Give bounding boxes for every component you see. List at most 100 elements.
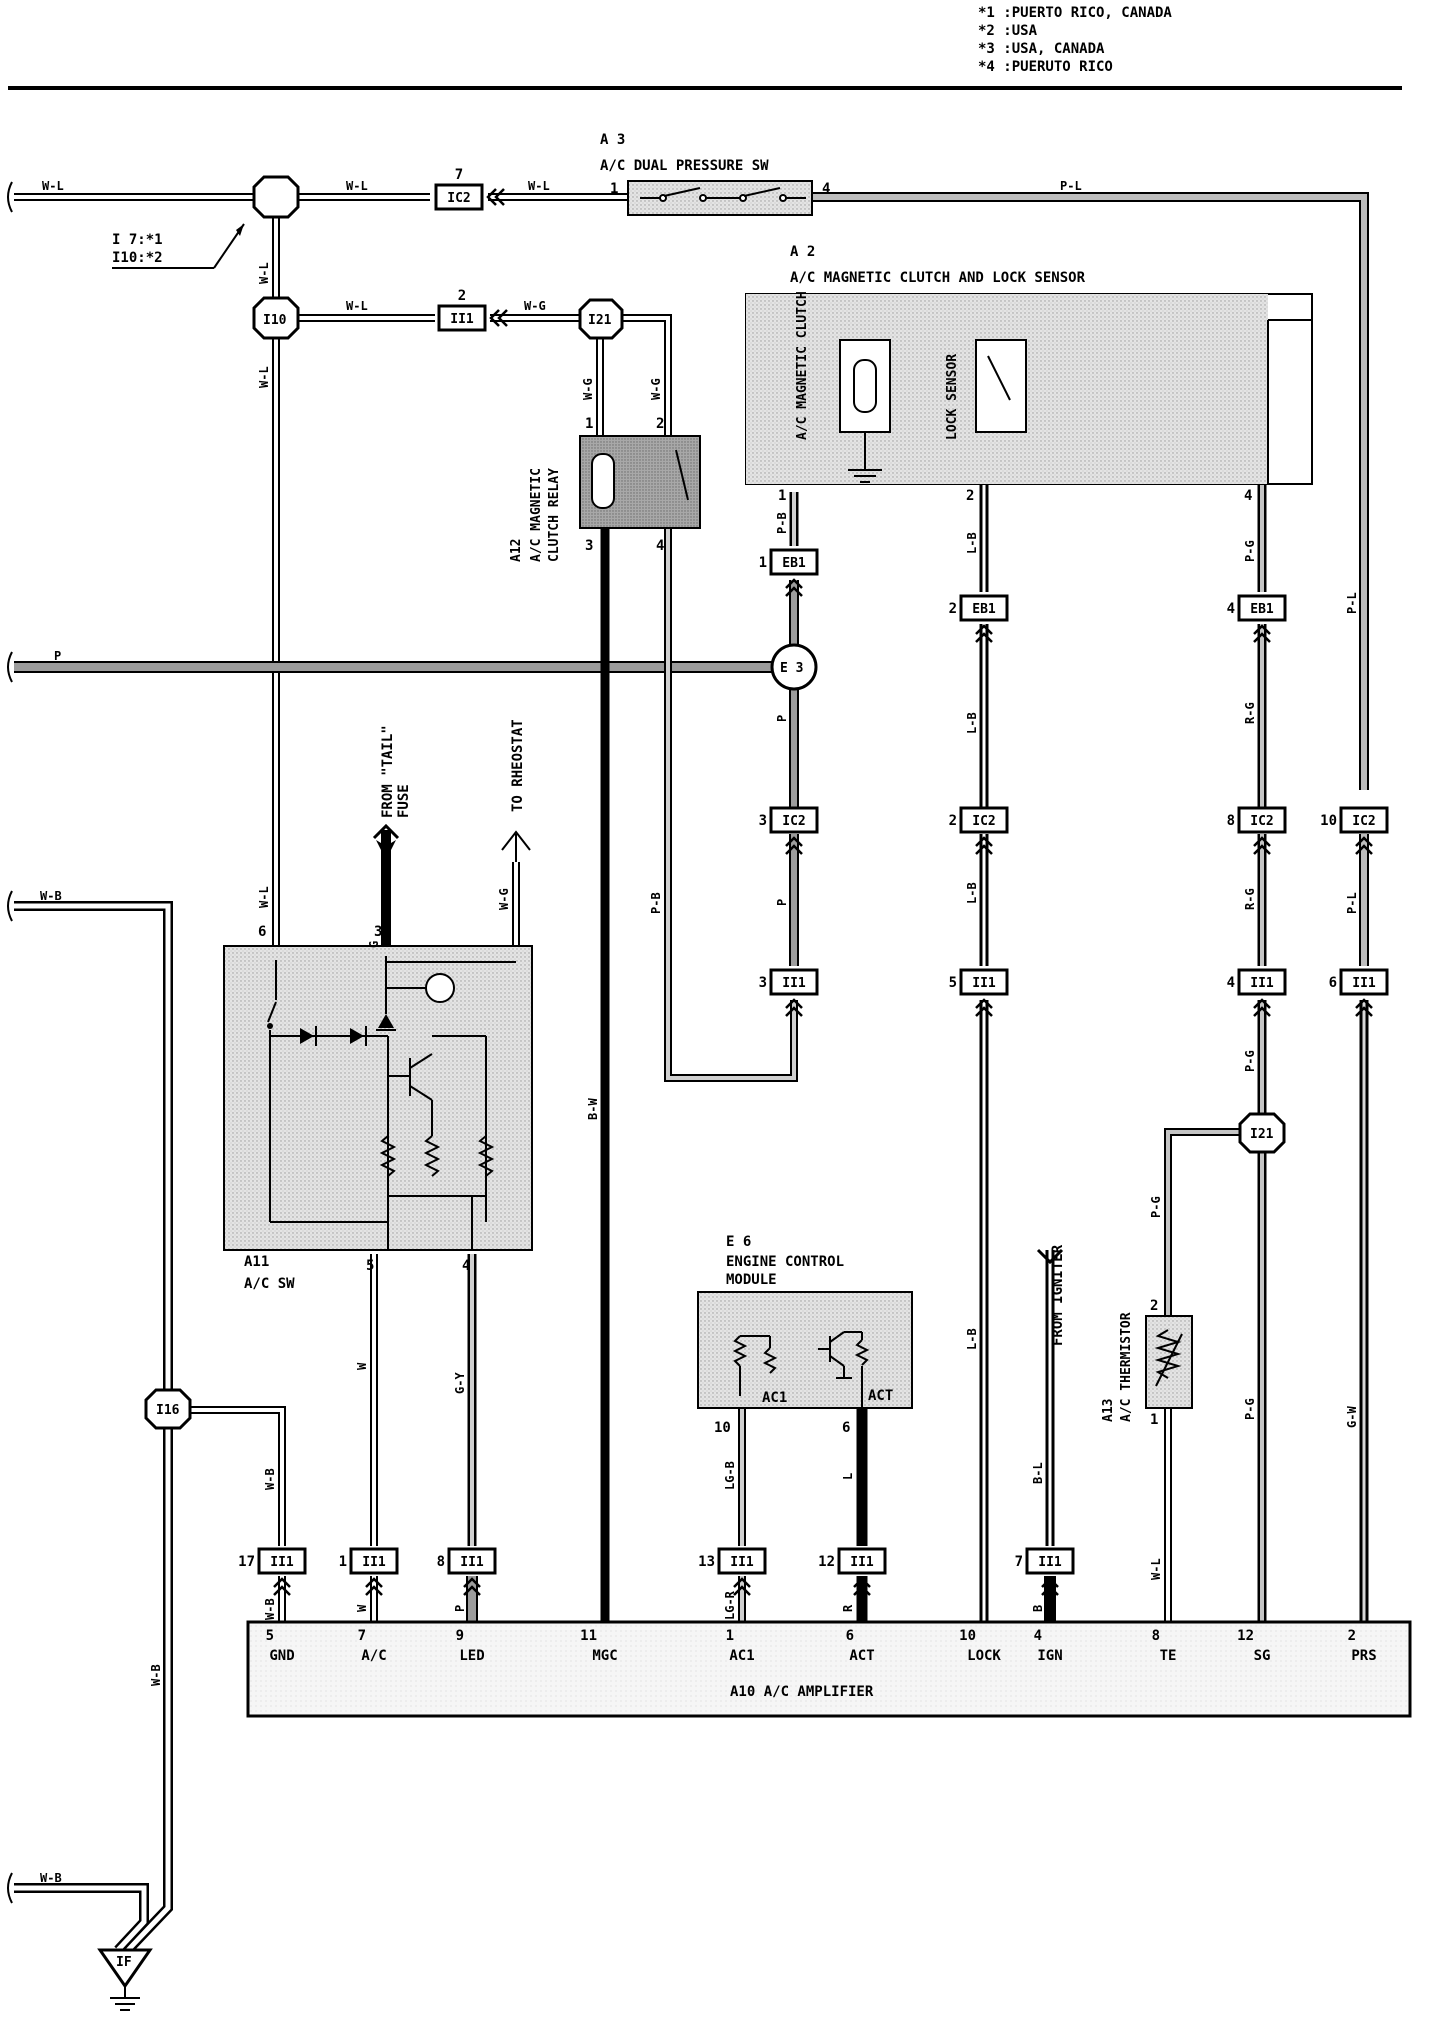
splice-i21-top: [578, 298, 624, 340]
connector-pin: 10: [1320, 813, 1337, 829]
connector-pin: 8: [437, 1554, 445, 1570]
connector-name: EB1: [972, 602, 996, 617]
splice-e3-label: E 3: [780, 661, 803, 676]
connector-name: IC2: [1352, 814, 1375, 829]
a2-ref: A 2: [790, 244, 815, 260]
a10-ac-amplifier: A10 A/C AMPLIFIER: [246, 1620, 1412, 1718]
a2-name: A/C MAGNETIC CLUTCH AND LOCK SENSOR: [790, 270, 1086, 286]
a2-clutch-label: A/C MAGNETIC CLUTCH: [795, 291, 810, 440]
connector-chevron: [733, 1577, 751, 1596]
a11-ac-switch: A11 A/C SW 3 4 5 6: [223, 924, 533, 1292]
connector-name: IC2: [972, 814, 995, 829]
connector-pin: 12: [818, 1554, 835, 1570]
wire-label: P-G: [1149, 1196, 1163, 1218]
connector-chevron: [785, 836, 803, 855]
e6-pin-10: 10: [714, 1420, 731, 1436]
a2-pin-1: 1: [778, 488, 786, 504]
connector-ii1-17: II1 17: [238, 1547, 307, 1596]
connector-chevron: [1253, 998, 1271, 1017]
a3-pin-4: 4: [822, 181, 830, 197]
a11-pin-4: 4: [462, 1258, 470, 1274]
wire-wb-1: [14, 901, 173, 1390]
a13-thermistor: A13 A/C THERMISTOR 2 1: [1101, 1298, 1193, 1428]
a2-lock-label: LOCK SENSOR: [945, 354, 960, 440]
wire-label: W-G: [649, 378, 663, 400]
a12-name-1: A/C MAGNETIC: [529, 468, 544, 562]
wire-label: B-L: [1031, 1462, 1045, 1484]
note-3: *3 :USA, CANADA: [978, 41, 1105, 57]
wire-wb-2: [124, 1428, 173, 1954]
connector-name: II1: [362, 1555, 386, 1570]
e6-name-2: MODULE: [726, 1272, 777, 1288]
connector-ii1-8: II1 8: [437, 1547, 497, 1596]
connector-chevron: [975, 998, 993, 1017]
a12-pin-2: 2: [656, 416, 664, 432]
ground-if: [97, 1948, 153, 1989]
connector-pin: 1: [339, 1554, 347, 1570]
wire-label: R: [841, 1604, 855, 1612]
splice-i21-bottom-label: I21: [1250, 1127, 1274, 1142]
connector-name: II1: [782, 976, 806, 991]
a11-name: A/C SW: [244, 1276, 295, 1292]
wire-label: R-G: [1243, 702, 1257, 724]
connector-chevron: [489, 309, 508, 327]
a10-terminal-pin: 5: [266, 1628, 274, 1644]
wire-label: P-L: [1345, 592, 1359, 614]
connector-chevron: [1253, 624, 1271, 643]
a10-terminal-pin: 6: [846, 1628, 854, 1644]
note-4: *4 :PUERUTO RICO: [978, 59, 1113, 75]
connector-pin: 17: [238, 1554, 255, 1570]
wire-label: W-B: [149, 1664, 163, 1686]
a10-terminal-name: GND: [269, 1648, 294, 1664]
a10-terminal-name: ACT: [849, 1648, 874, 1664]
splice-i21-top-label: I21: [588, 313, 612, 328]
connector-name: II1: [450, 312, 474, 327]
a10-terminal-pin: 2: [1348, 1628, 1356, 1644]
a12-clutch-relay: A12 A/C MAGNETIC CLUTCH RELAY 1 2 3 4: [509, 416, 701, 562]
wire-label: L-B: [965, 712, 979, 734]
wire-label: R-G: [1243, 888, 1257, 910]
e6-name-1: ENGINE CONTROL: [726, 1254, 844, 1270]
a10-terminal-pin: 1: [726, 1628, 734, 1644]
connector-chevron: [1355, 836, 1373, 855]
annotations: FROM "TAIL" FUSE TO RHEOSTAT FROM IGNITE…: [372, 719, 1066, 1346]
splice-i10-label: I10: [263, 313, 287, 328]
a11-pin-3: 3: [374, 924, 382, 940]
wire-pg-therm: [1164, 1128, 1244, 1316]
wire-label: LG-R: [723, 1590, 737, 1620]
connector-ic2-10: IC2 10: [1320, 806, 1389, 855]
a10-terminal-name: LOCK: [967, 1648, 1001, 1664]
region-notes: *1 :PUERTO RICO, CANADA *2 :USA *3 :USA,…: [978, 5, 1172, 75]
connector-pin: 1: [759, 555, 767, 571]
wire-label: L-B: [965, 532, 979, 554]
connector-chevron: [853, 1577, 871, 1596]
e6-engine-control-module: E 6 ENGINE CONTROL MODULE AC1 ACT 10 6: [697, 1234, 913, 1436]
a10-terminal-name: IGN: [1037, 1648, 1062, 1664]
connector-pin: 3: [759, 813, 767, 829]
connector-chevron: [975, 624, 993, 643]
connector-name: II1: [270, 1555, 294, 1570]
e6-act: ACT: [868, 1388, 893, 1404]
wire-breaks: [7, 181, 13, 1904]
connector-name: II1: [460, 1555, 484, 1570]
connector-pin: 7: [455, 167, 463, 183]
wire-labels: W-L W-L W-L P-L W-L W-L W-G W-G W-G W-L …: [40, 179, 1359, 1885]
wire-label: W-L: [346, 299, 368, 313]
e6-pin-6: 6: [842, 1420, 850, 1436]
wire-label: W-L: [257, 366, 271, 388]
connector-chevron: [975, 836, 993, 855]
wire-label: G: [367, 941, 381, 948]
a2-pin-2: 2: [966, 488, 974, 504]
wire-label: P-G: [1243, 1050, 1257, 1072]
a3-pin-1: 1: [610, 181, 618, 197]
a10-terminal-name: AC1: [729, 1648, 754, 1664]
wire-label: P-B: [649, 892, 663, 914]
note-1: *1 :PUERTO RICO, CANADA: [978, 5, 1172, 21]
a10-terminal-pin: 8: [1152, 1628, 1160, 1644]
a10-terminal-name: A/C: [361, 1648, 386, 1664]
